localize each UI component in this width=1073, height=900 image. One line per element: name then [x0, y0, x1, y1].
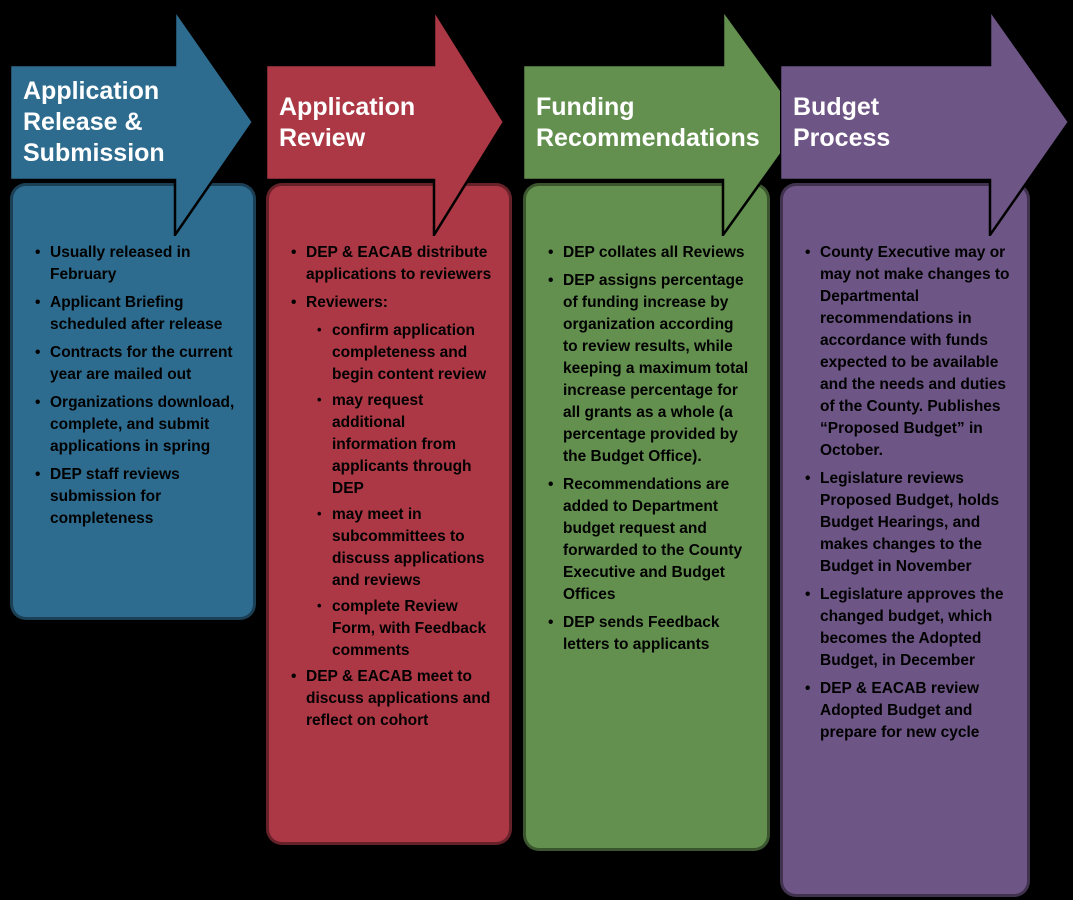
bullet-item: • Recommendations are added to Department…	[548, 474, 751, 606]
process-arrow-application-release: Application Release & Submission	[10, 8, 255, 236]
bullet-item: • DEP & EACAB distribute applications to …	[291, 242, 493, 286]
bullet-icon: •	[291, 244, 297, 261]
bullet-item: • DEP staff reviews submission for comple…	[35, 464, 237, 530]
bullet-icon: •	[317, 392, 322, 407]
process-arrow-budget-process: Budget Process	[780, 8, 1071, 236]
bullet-icon: •	[291, 668, 297, 685]
bullet-icon: •	[35, 294, 41, 311]
bullet-item: • DEP sends Feedback letters to applicant…	[548, 612, 751, 656]
bullet-item: • Organizations download, complete, and s…	[35, 392, 237, 458]
bullet-item: • complete Review Form, with Feedback com…	[317, 596, 493, 662]
bullet-item: • Usually released in February	[35, 242, 237, 286]
step-box-funding-recommendations: • DEP collates all Reviews • DEP assigns p…	[523, 183, 770, 851]
bullet-item: • DEP & EACAB meet to discuss application…	[291, 666, 493, 732]
bullet-icon: •	[317, 506, 322, 521]
bullet-list: • County Executive may or may not make ch…	[791, 242, 1019, 744]
arrow-shape	[523, 8, 806, 236]
bullet-text: may meet in subcommittees to discuss app…	[332, 506, 485, 589]
bullet-text: Recommendations are added to Department …	[563, 476, 743, 603]
bullet-item: • Legislature reviews Proposed Budget, ho…	[805, 468, 1011, 578]
bullet-item: • DEP & EACAB review Adopted Budget and p…	[805, 678, 1011, 744]
right-arrow-icon	[780, 8, 1071, 236]
right-arrow-icon	[266, 8, 506, 236]
bullet-icon: •	[548, 272, 554, 289]
process-arrow-application-review: Application Review	[266, 8, 506, 236]
step-box-application-release: • Usually released in February • Applicant…	[10, 183, 256, 620]
bullet-item: • County Executive may or may not make ch…	[805, 242, 1011, 462]
bullet-icon: •	[35, 344, 41, 361]
bullet-icon: •	[317, 322, 322, 337]
bullet-text: Legislature approves the changed budget,…	[820, 586, 1004, 669]
bullet-icon: •	[548, 244, 554, 261]
bullet-text: Contracts for the current year are maile…	[50, 344, 233, 383]
bullet-item: • Legislature approves the changed budget…	[805, 584, 1011, 672]
step-box-application-review: • DEP & EACAB distribute applications to …	[266, 183, 512, 845]
bullet-icon: •	[317, 598, 322, 613]
bullet-icon: •	[548, 614, 554, 631]
bullet-icon: •	[291, 294, 297, 311]
bullet-item: • DEP collates all Reviews	[548, 242, 751, 264]
process-arrow-funding-recommendations: Funding Recommendations	[523, 8, 806, 236]
bullet-item: • confirm application completeness and be…	[317, 320, 493, 386]
arrow-shape	[780, 8, 1071, 236]
bullet-item: • Reviewers:	[291, 292, 493, 314]
bullet-icon: •	[548, 476, 554, 493]
bullet-text: Reviewers:	[306, 294, 388, 311]
bullet-list: • DEP & EACAB distribute applications to …	[277, 242, 501, 732]
bullet-text: confirm application completeness and beg…	[332, 322, 487, 383]
bullet-text: Applicant Briefing scheduled after relea…	[50, 294, 223, 333]
bullet-text: DEP & EACAB review Adopted Budget and pr…	[820, 680, 980, 741]
bullet-icon: •	[805, 586, 811, 603]
bullet-icon: •	[35, 244, 41, 261]
bullet-item: • may request additional information from…	[317, 390, 493, 500]
bullet-text: County Executive may or may not make cha…	[820, 244, 1010, 459]
bullet-text: DEP assigns percentage of funding increa…	[563, 272, 749, 465]
bullet-text: DEP & EACAB distribute applications to r…	[306, 244, 492, 283]
arrow-shape	[266, 8, 506, 236]
bullet-icon: •	[805, 680, 811, 697]
step-box-budget-process: • County Executive may or may not make ch…	[780, 183, 1030, 897]
bullet-text: DEP sends Feedback letters to applicants	[563, 614, 720, 653]
bullet-list: • DEP collates all Reviews • DEP assigns p…	[534, 242, 759, 656]
bullet-list: • Usually released in February • Applicant…	[21, 242, 245, 530]
bullet-item: • Contracts for the current year are mail…	[35, 342, 237, 386]
right-arrow-icon	[10, 8, 255, 236]
bullet-icon: •	[35, 466, 41, 483]
bullet-item: • Applicant Briefing scheduled after rele…	[35, 292, 237, 336]
bullet-item: • may meet in subcommittees to discuss ap…	[317, 504, 493, 592]
bullet-icon: •	[805, 244, 811, 261]
bullet-text: DEP collates all Reviews	[563, 244, 745, 261]
bullet-text: Organizations download, complete, and su…	[50, 394, 235, 455]
bullet-text: Legislature reviews Proposed Budget, hol…	[820, 470, 1000, 575]
bullet-text: DEP & EACAB meet to discuss applications…	[306, 668, 491, 729]
bullet-text: Usually released in February	[50, 244, 191, 283]
bullet-text: complete Review Form, with Feedback comm…	[332, 598, 487, 659]
bullet-icon: •	[35, 394, 41, 411]
arrow-shape	[10, 8, 255, 236]
bullet-icon: •	[805, 470, 811, 487]
right-arrow-icon	[523, 8, 806, 236]
bullet-item: • DEP assigns percentage of funding incre…	[548, 270, 751, 468]
bullet-text: DEP staff reviews submission for complet…	[50, 466, 180, 527]
bullet-text: may request additional information from …	[332, 392, 472, 497]
